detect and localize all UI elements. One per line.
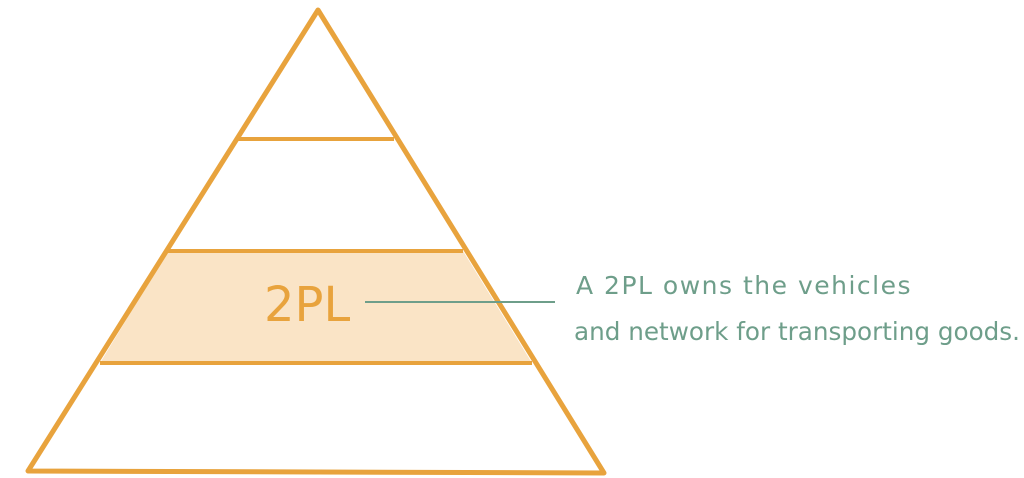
highlighted-band <box>100 251 532 363</box>
pyramid-outline <box>25 7 607 476</box>
annotation-line-2: and network for transporting goods. <box>574 317 1020 346</box>
annotation-line-1: A 2PL owns the vehicles <box>576 271 912 300</box>
highlight-label: 2PL <box>264 277 350 333</box>
